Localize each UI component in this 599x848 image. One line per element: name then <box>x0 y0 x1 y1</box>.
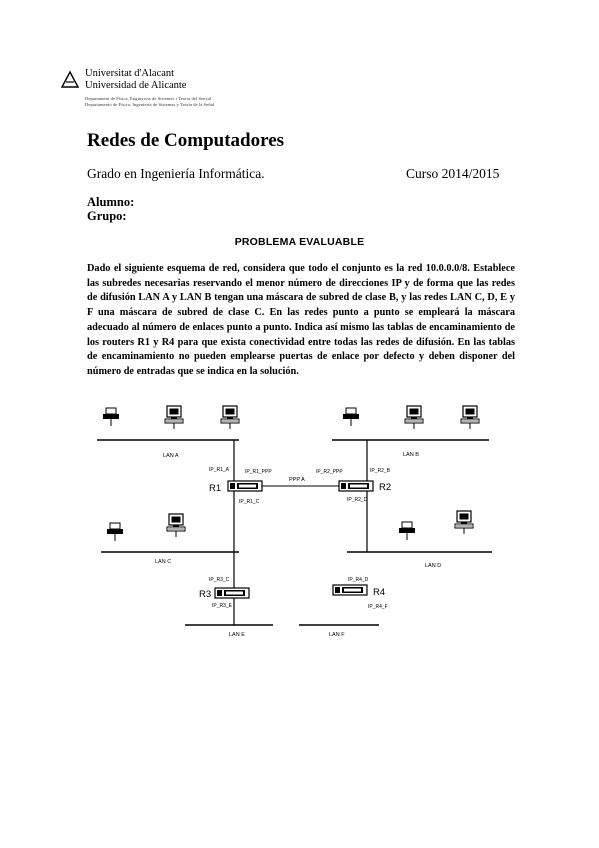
lan-e-label: LAN E <box>229 632 245 638</box>
ip-r3-c-label: IP_R3_C <box>209 577 230 583</box>
department-line-2: Departamento de Física, Ingeniería de Si… <box>85 102 215 107</box>
router-r1-label: R1 <box>209 483 221 494</box>
ip-r2-b-label: IP_R2_B <box>370 468 391 474</box>
ip-r4-f-label: IP_R4_F <box>368 604 388 610</box>
pc-icon <box>164 405 184 430</box>
section-title: PROBLEMA EVALUABLE <box>234 236 365 248</box>
lan-a-label: LAN A <box>163 453 179 459</box>
pc-icon <box>220 405 240 430</box>
lan-d-label: LAN D <box>425 563 441 569</box>
lan-c-label: LAN C <box>155 559 171 565</box>
group-label: Grupo: <box>87 209 127 223</box>
university-logo-icon <box>60 70 80 88</box>
pc-icon <box>106 522 124 542</box>
pc-icon <box>342 407 360 427</box>
pc-icon <box>404 405 424 430</box>
academic-year: Curso 2014/2015 <box>406 166 500 181</box>
ppp-a-label: PPP A <box>289 477 305 483</box>
pc-icon <box>102 407 120 427</box>
pc-icon <box>460 405 480 430</box>
ip-r3-e-label: IP_R3_E <box>212 603 233 609</box>
ip-r1-ppp-label: IP_R1_PPP <box>245 469 272 475</box>
router-r3-icon <box>214 587 250 599</box>
router-r2-label: R2 <box>379 482 391 493</box>
pc-icon <box>398 521 416 541</box>
ip-r1-c-label: IP_R1_C <box>239 499 260 505</box>
router-r2-icon <box>338 480 374 492</box>
student-label: Alumno: <box>87 195 135 209</box>
ip-r2-ppp-label: IP_R2_PPP <box>316 469 343 475</box>
university-name-spanish: Universidad de Alicante <box>85 80 187 91</box>
ip-r2-d-label: IP_R2_D <box>347 497 368 503</box>
university-name-catalan: Universitat d'Alacant <box>85 68 175 79</box>
pc-icon <box>454 510 474 535</box>
department-name: Departament de Física, Enginyeria de Sis… <box>85 96 214 108</box>
router-r3-label: R3 <box>199 589 211 600</box>
router-r4-label: R4 <box>373 587 385 598</box>
lan-f-label: LAN F <box>329 632 345 638</box>
pc-icon <box>166 513 186 538</box>
router-r4-icon <box>332 584 368 596</box>
department-line-1: Departament de Física, Enginyeria de Sis… <box>85 96 212 101</box>
lan-b-label: LAN B <box>403 452 419 458</box>
problem-statement: Dado el siguiente esquema de red, consid… <box>87 263 515 377</box>
ip-r1-a-label: IP_R1_A <box>209 467 230 473</box>
document-title: Redes de Computadores <box>87 130 285 151</box>
degree-name: Grado en Ingeniería Informática. <box>87 166 265 181</box>
network-diagram: LAN A LAN B R1 R2 R3 R4 IP_R1_A IP_R1_PP… <box>97 405 492 638</box>
ip-r4-d-label: IP_R4_D <box>348 577 369 583</box>
router-r1-icon <box>227 480 263 492</box>
